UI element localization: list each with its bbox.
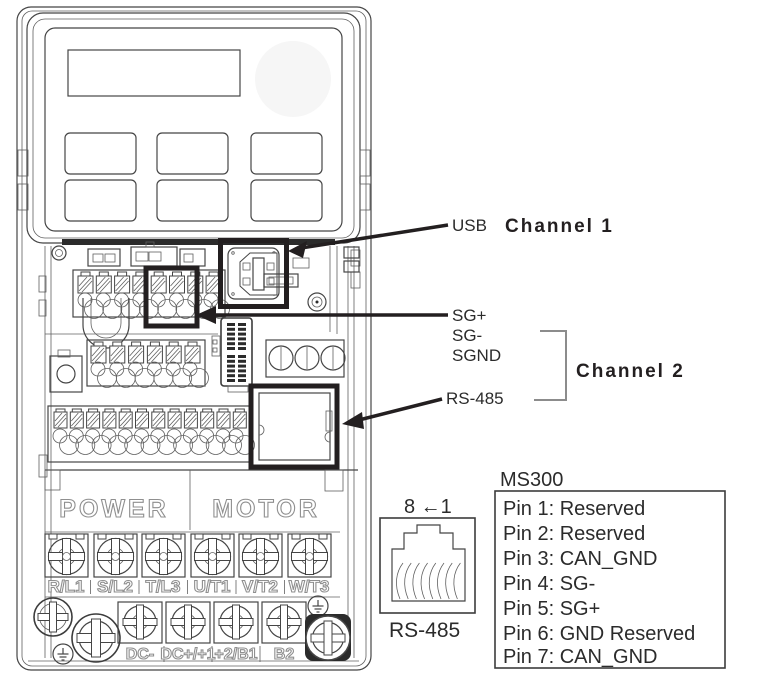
keypad-panel [17,12,371,245]
usb-highlight-box [218,238,289,309]
terminal-screw [44,533,89,578]
dip-switch-block [211,317,253,393]
terminal-label-plus2-b1: +2/B1 [214,646,257,663]
label-channel-2: Channel 2 [576,361,685,382]
round-terminal-block [265,339,346,378]
pin-table-row: Pin 1: Reserved [503,498,645,520]
callout-leaders [196,223,567,429]
control-terminal-strip-1 [45,269,230,335]
motor-section-label: MOTOR [212,495,320,523]
pin-table-row: Pin 4: SG- [503,573,595,595]
terminal-label-w-t3: W/T3 [289,577,330,596]
pin-table: MS300 Pin 1: Reserved Pin 2: Reserved Pi… [494,469,726,669]
control-terminal-strip-3 [47,405,255,463]
terminal-screw [190,533,235,578]
pin-table-title: MS300 [500,469,563,491]
terminal-label-s-l2: S/L2 [97,577,133,596]
terminal-screw [238,533,283,578]
keypad-key [64,132,137,175]
terminal-label-v-t2: V/T2 [242,577,278,596]
keypad-dial [255,41,331,117]
terminal-screw [117,601,163,644]
terminal-label-u-t1: U/T1 [194,577,231,596]
terminal-screw [261,601,307,644]
ground-symbol [307,595,329,617]
drive-unit: POWER MOTOR R/L1 S/L2 T/L3 U/T1 V/T2 W/T… [16,6,372,671]
drive-case [16,6,372,671]
terminal-screw [141,533,186,578]
main-terminals: R/L1 S/L2 T/L3 U/T1 V/T2 W/T3 [44,533,340,598]
pin-table-row: Pin 2: Reserved [503,523,645,545]
keypad-bottom-seam [62,239,335,245]
usb-arrow [288,241,307,258]
usb-b-opening [239,252,278,296]
control-terminal-strip-2 [49,339,209,393]
pin-table-row: Pin 5: SG+ [503,598,600,620]
pin-table-row: Pin 6: GND Reserved [503,623,695,645]
terminal-label-dc-plus: DC+/+1 [160,646,215,663]
label-channel-1: Channel 1 [505,216,614,237]
rs485-port [258,392,333,461]
label-sg-minus: SG- [452,326,482,345]
usb-port [227,247,280,300]
terminal-screw [165,601,211,644]
power-section-label: POWER [59,495,168,523]
pin-table-box [494,490,726,669]
terminal-screw [213,601,259,644]
rj45-caption: RS-485 [389,619,460,642]
keypad-key [64,179,137,222]
label-sg-plus: SG+ [452,306,487,325]
keypad-display [67,49,241,97]
terminal-label-dc-minus: DC- [126,646,154,663]
keypad-key [250,179,323,222]
label-sgnd: SGND [452,346,501,365]
label-rs485-callout: RS-485 [446,389,504,408]
keypad-key [156,132,229,175]
keypad-key [156,179,229,222]
rs485-highlight-box [248,383,340,470]
terminal-screw [93,533,138,578]
dc-terminals: DC- DC+/+1 +2/B1 B2 [117,601,307,664]
pin-table-row: Pin 3: CAN_GND [503,548,658,570]
control-board-right [263,246,360,334]
control-board-upper [51,241,206,267]
sg-arrow [196,306,216,324]
rj45-jack-detail: 8 ←1 RS-485 [379,496,476,642]
label-usb: USB [452,216,487,235]
sg-terminals-highlight-box [143,265,200,329]
rj45-jack-outline [379,517,476,614]
rs485-arrow [342,412,364,429]
terminal-label-t-l3: T/L3 [146,577,181,596]
terminal-label-b2: B2 [274,646,295,663]
terminal-label-r-l1: R/L1 [48,577,85,596]
keypad-key [250,132,323,175]
channel2-bracket [534,330,567,401]
ground-hardware [33,595,351,665]
rj45-pin-order-label: 8 ←1 [404,496,452,518]
pin-table-row: Pin 7: CAN_GND [503,646,658,668]
callout-labels: USB Channel 1 SG+ SG- SGND Channel 2 RS-… [446,216,685,408]
rj45-jack-opening [391,524,466,602]
terminal-screw [287,533,332,578]
power-motor-section: POWER MOTOR [44,469,358,533]
